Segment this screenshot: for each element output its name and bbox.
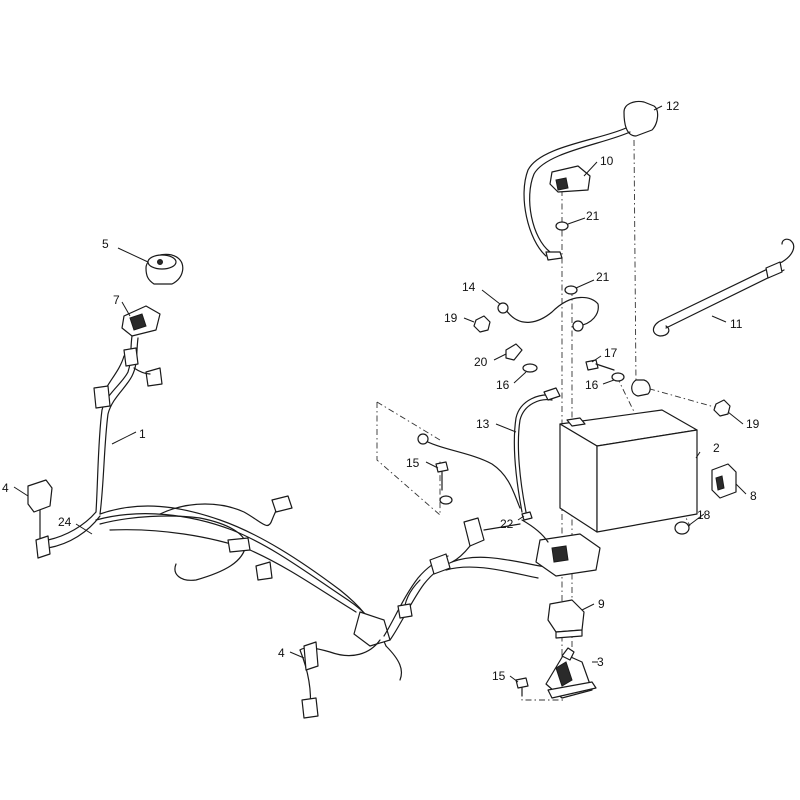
callout-12: 12 [666,99,680,113]
callout-3: 3 [597,655,604,669]
solenoid-3 [545,647,597,699]
callout-4a: 4 [2,481,9,495]
nuts-21 [555,221,578,295]
callout-11: 11 [730,317,743,331]
nut-19-left [473,315,491,333]
callout-16a: 16 [496,378,510,392]
washers-16 [522,363,625,382]
callout-5: 5 [102,237,109,251]
callout-4b: 4 [278,646,285,660]
bolt-17 [585,359,615,371]
clamp-20 [505,343,523,361]
callout-16b: 16 [585,378,599,392]
callout-20: 20 [474,355,488,369]
bolt-15-lower [515,677,529,697]
positive-cable [523,100,659,261]
callout-22: 22 [500,517,514,531]
callout-18: 18 [697,508,711,522]
callout-19b: 19 [746,417,760,431]
bolt-15-upper [435,461,453,505]
wire-harness-1 [35,335,601,719]
rivet-18 [674,521,690,535]
hold-down-rod [652,238,795,337]
negative-cable [417,387,561,513]
callout-21b: 21 [596,270,610,284]
callout-21a: 21 [586,209,600,223]
callout-13: 13 [476,417,490,431]
ignition-switch-5 [145,253,184,285]
battery [559,379,698,533]
callout-15a: 15 [406,456,420,470]
terminal-cover [549,165,591,193]
nut-19-right [713,399,731,417]
connector-4-upper [27,479,53,513]
callout-17: 17 [604,346,618,360]
callout-15b: 15 [492,669,506,683]
ground-cable [497,296,599,332]
callout-24: 24 [58,515,72,529]
callout-8: 8 [750,489,757,503]
screw-22 [521,511,533,521]
solenoid-bracket-9 [547,599,585,639]
callout-14: 14 [462,280,476,294]
callout-10: 10 [600,154,614,168]
pto-switch-7 [121,305,161,337]
callouts: 1 2 3 4 4 5 7 8 9 10 11 12 13 14 15 15 1… [2,99,760,683]
leader-lines [13,105,747,683]
callout-1: 1 [139,427,146,441]
callout-9: 9 [598,597,605,611]
callout-19a: 19 [444,311,458,325]
callout-2: 2 [713,441,720,455]
relay-8 [711,463,737,499]
callout-7: 7 [113,293,120,307]
